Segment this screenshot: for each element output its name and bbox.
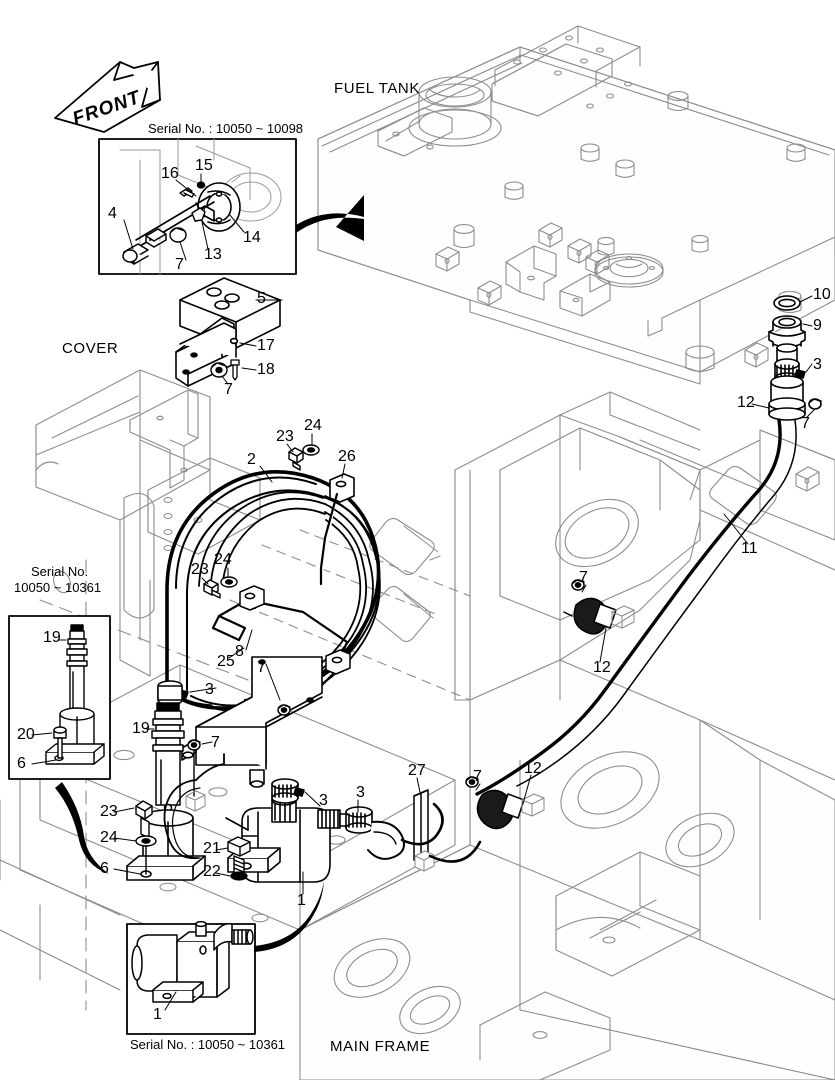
callout-number: 16 [161,165,179,182]
part-22-washer [230,871,248,881]
part-1-pump-assembly [225,778,405,883]
hose-11-edge [516,419,797,787]
inset-bottom-pointer [254,880,324,952]
part-26-clip [300,473,355,586]
hose-11 [475,418,782,796]
clamp-12-lower [465,776,545,830]
part-27-plate [413,789,435,872]
callout-number: 23 [100,803,118,820]
part-18-screw [230,359,240,381]
inset-left-contents [45,624,105,765]
callout-number: 26 [338,448,356,465]
callout-number: 24 [100,829,118,846]
callout-number: 23 [276,428,294,445]
leader-lines [31,173,815,1011]
deck-nuts [435,222,820,492]
callout-number: 1 [153,1006,162,1023]
part-7-washer-a [210,362,228,378]
callout-number: 7 [579,569,588,586]
part-23-bolt-a [288,447,304,471]
part-8-eyelet [239,585,351,675]
callout-number: 12 [524,760,542,777]
callout-number: 7 [257,659,266,676]
callout-number: 3 [813,356,822,373]
inset-bottom-caption: Serial No. : 10050 ~ 10361 [130,1037,286,1052]
inset-bottom-contents [131,920,254,1003]
part-23-bolt-c [135,800,153,839]
main-frame-label: MAIN FRAME [330,1038,431,1055]
callout-number: 24 [214,551,232,568]
fuel-tank-label: FUEL TANK [334,80,420,97]
inset-left-caption-line2: 10050 ~ 10361 [14,580,102,595]
callout-number: 4 [108,205,117,222]
callout-number: 20 [17,726,35,743]
callout-number: 19 [43,629,61,646]
callout-number: 8 [235,643,244,660]
callout-number: 11 [741,540,758,557]
hose-bottom-run [400,802,482,863]
callout-number: 12 [593,659,611,676]
callout-number: 10 [813,286,831,303]
callout-number: 21 [203,840,221,857]
right-fitting-stack [768,295,822,421]
part-7-bolt-c [185,739,206,812]
part-19-filter-main [151,702,185,813]
inset-left-caption-line1: Serial No. [31,564,89,579]
callout-number: 3 [205,681,214,698]
inset-top-pointer [296,195,364,241]
callout-number: 3 [356,784,365,801]
callout-number: 17 [257,337,275,354]
callout-number: 15 [195,157,213,174]
callout-number: 13 [204,246,222,263]
callout-number: 7 [473,768,482,785]
part-23-bolt-b [203,579,221,599]
callout-number: 14 [243,229,261,246]
inset-top-caption: Serial No. : 10050 ~ 10098 [148,121,304,136]
pump-wire-harness [163,753,225,860]
part-24-washer-a [302,444,320,456]
part-17-bracket [175,317,239,387]
callout-number: 2 [247,451,256,468]
callout-number: 9 [813,317,822,334]
callout-number: 7 [801,415,810,432]
main-frame-body [299,391,835,1080]
callout-number: 25 [217,653,235,670]
cover-label: COVER [62,340,119,357]
callout-number: 7 [211,734,220,751]
part-21-bolt [227,836,251,877]
callout-number: 1 [297,892,306,909]
callout-number: 24 [304,417,322,434]
callout-number: 22 [203,863,221,880]
tank-flange [594,253,664,288]
callout-number: 7 [224,381,233,398]
callout-number: 5 [257,290,266,307]
callout-number: 27 [408,762,426,779]
front-arrow-icon [54,61,161,133]
callout-number: 6 [17,755,26,772]
inset-top-contents [119,138,282,275]
callout-number: 23 [191,561,209,578]
inset-left-pointer [55,782,109,874]
part-25-bracket [181,656,323,788]
callout-number: 6 [100,860,109,877]
callout-number: 18 [257,361,275,378]
fuel-tank-body [317,25,835,492]
clamp-12-upper [563,579,635,635]
part-3-clamp-b [157,685,183,701]
part-24-washer-b [220,576,238,588]
callout-number: 12 [737,394,755,411]
callout-number: 3 [319,792,328,809]
part-7-bolt-b [277,704,291,716]
callout-number: 19 [132,720,150,737]
callout-number: 7 [175,256,184,273]
tank-bosses [453,91,806,372]
